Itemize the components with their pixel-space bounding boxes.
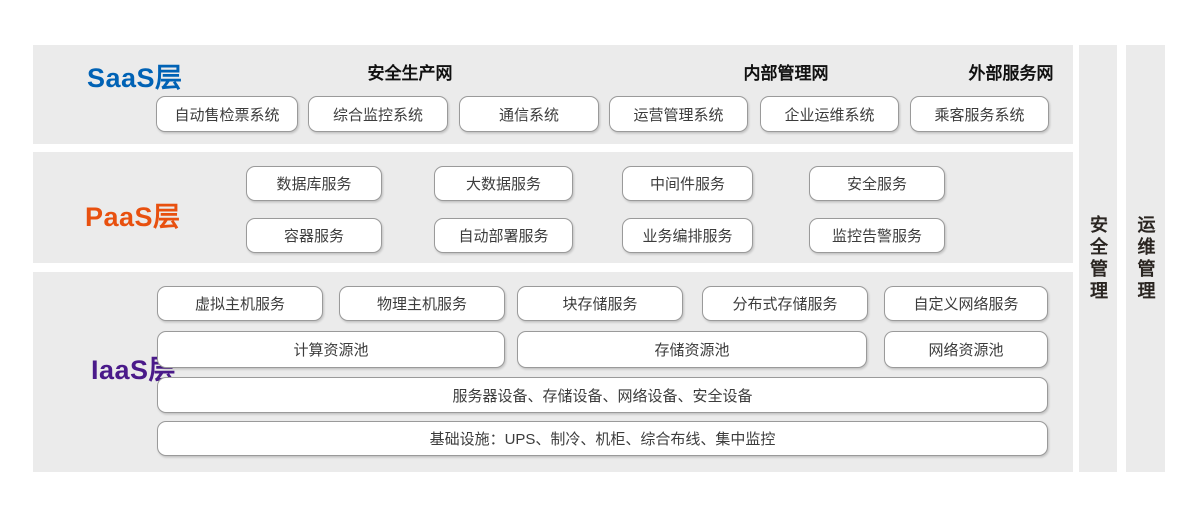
service-box-custom-network: 自定义网络服务 — [884, 286, 1048, 321]
operations-management-label: 运维管理 — [1135, 214, 1156, 303]
service-box-virtual-host: 虚拟主机服务 — [157, 286, 323, 321]
service-box-passenger-service: 乘客服务系统 — [910, 96, 1049, 132]
service-box-middleware: 中间件服务 — [622, 166, 753, 201]
service-box-operation-management: 运营管理系统 — [609, 96, 748, 132]
service-box-bigdata: 大数据服务 — [434, 166, 573, 201]
security-management-label: 安全管理 — [1088, 214, 1108, 303]
saas-layer-label: SaaS层 — [87, 63, 183, 93]
service-box-monitor-alert: 监控告警服务 — [809, 218, 945, 253]
security-management-bar: 安全管理 — [1079, 45, 1117, 472]
service-box-communication: 通信系统 — [459, 96, 599, 132]
service-box-security-service: 安全服务 — [809, 166, 945, 201]
service-box-auto-deploy: 自动部署服务 — [434, 218, 573, 253]
network-group-title-internal: 内部管理网 — [743, 64, 829, 83]
service-box-orchestration: 业务编排服务 — [622, 218, 753, 253]
network-group-title-production: 安全生产网 — [367, 64, 453, 83]
operations-management-bar: 运维管理 — [1126, 45, 1165, 472]
hardware-devices-row: 服务器设备、存储设备、网络设备、安全设备 — [157, 377, 1048, 413]
service-box-block-storage: 块存储服务 — [517, 286, 683, 321]
resource-pool-network: 网络资源池 — [884, 331, 1048, 368]
resource-pool-compute: 计算资源池 — [157, 331, 505, 368]
service-box-afc-system: 自动售检票系统 — [156, 96, 298, 132]
service-box-database: 数据库服务 — [246, 166, 382, 201]
paas-layer-band: PaaS层 数据库服务 大数据服务 中间件服务 安全服务 容器服务 自动部署服务… — [33, 152, 1073, 263]
paas-layer-label: PaaS层 — [85, 202, 181, 232]
resource-pool-storage: 存储资源池 — [517, 331, 867, 368]
service-box-integrated-monitoring: 综合监控系统 — [308, 96, 448, 132]
iaas-layer-band: IaaS层 虚拟主机服务 物理主机服务 块存储服务 分布式存储服务 自定义网络服… — [33, 272, 1073, 472]
service-box-container: 容器服务 — [246, 218, 382, 253]
infrastructure-row: 基础设施：UPS、制冷、机柜、综合布线、集中监控 — [157, 421, 1048, 456]
service-box-enterprise-ops: 企业运维系统 — [760, 96, 899, 132]
saas-layer-band: SaaS层 安全生产网 内部管理网 外部服务网 自动售检票系统 综合监控系统 通… — [33, 45, 1073, 144]
service-box-distributed-storage: 分布式存储服务 — [702, 286, 868, 321]
service-box-physical-host: 物理主机服务 — [339, 286, 505, 321]
network-group-title-external: 外部服务网 — [968, 64, 1054, 83]
